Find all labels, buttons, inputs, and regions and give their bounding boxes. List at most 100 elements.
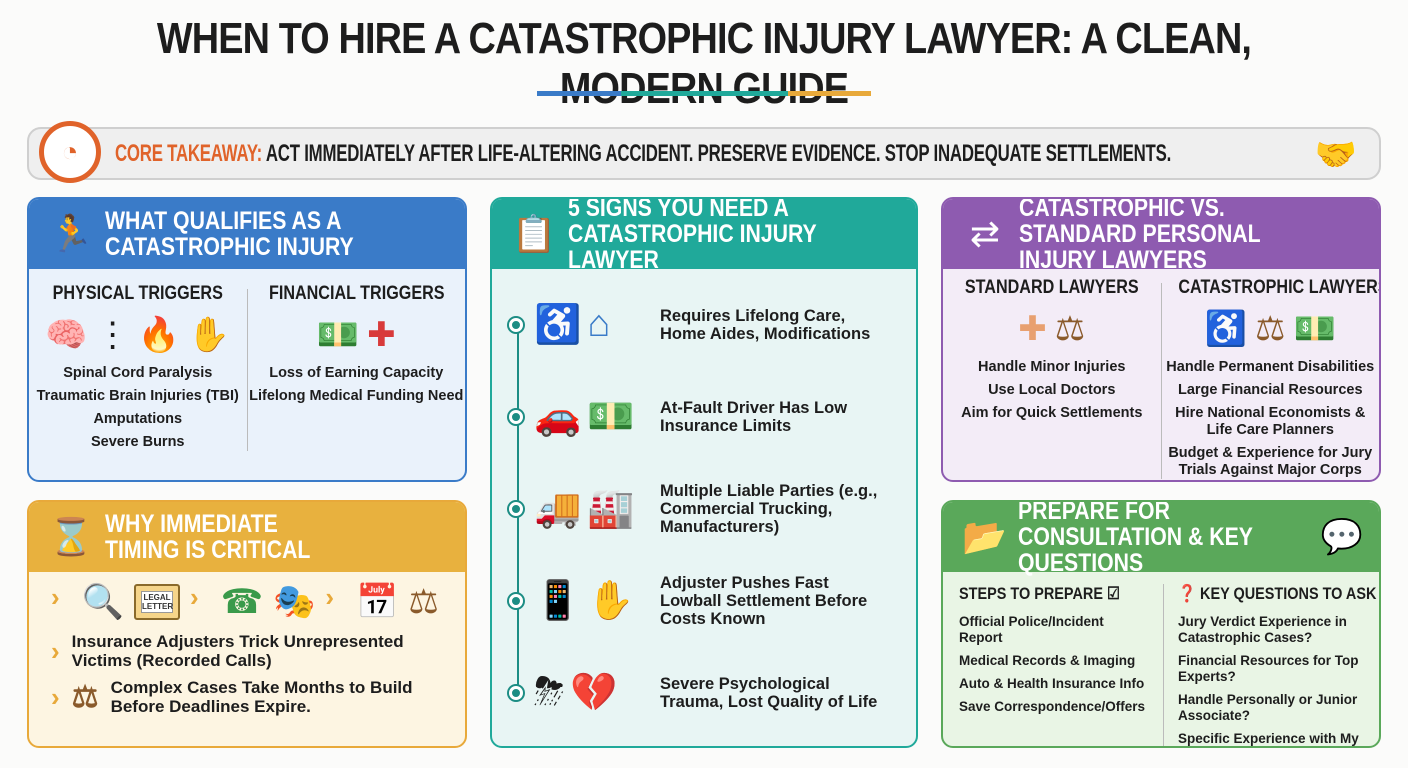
timing-item-text: Insurance Adjusters Trick Unrepresented …: [71, 632, 404, 670]
list-item: Budget & Experience for Jury Trials Agai…: [1168, 445, 1373, 478]
sign-text: Severe Psychological Trauma, Lost Qualit…: [660, 675, 878, 711]
chat-bubbles-icon: 💬: [1320, 518, 1363, 556]
list-item: Medical Records & Imaging: [959, 653, 1136, 668]
title-divider: [537, 91, 871, 96]
compare-panel: ⇄Catastrophic vs. Standard Personal Inju…: [941, 197, 1381, 482]
sign-item: 📱✋Adjuster Pushes Fast Lowball Settlemen…: [492, 555, 916, 647]
timing-title: Why Immediate Timing is Critical: [105, 510, 311, 564]
takeaway-label: CORE TAKEAWAY:: [115, 139, 263, 167]
timeline-dot: [509, 594, 523, 608]
list-item: Use Local Doctors: [988, 382, 1116, 398]
catastrophic-lawyers-title: Catastrophic Lawyers: [1177, 277, 1381, 298]
mask-icon: 🎭: [273, 583, 316, 621]
list-item: Financial Resources for Top Experts?: [1178, 653, 1359, 684]
timing-icon-row: ›🔍 LEGAL LETTER ›☎🎭 ›📅⚖: [51, 582, 439, 621]
list-item: Spinal Cord Paralysis: [63, 365, 213, 381]
timeline-dot: [509, 318, 523, 332]
questions-title: ❓ Key Questions to Ask: [1178, 584, 1376, 604]
gavel-icon: ⚖: [1255, 310, 1286, 348]
divider: [1163, 584, 1164, 746]
broken-heart-icon: 💔: [570, 672, 618, 714]
wheelchair-icon: ♿: [534, 304, 582, 346]
core-takeaway-banner: ◔ CORE TAKEAWAY: ACT IMMEDIATELY AFTER L…: [27, 120, 1381, 183]
timing-item: ›Insurance Adjusters Trick Unrepresented…: [51, 632, 465, 670]
list-item: Handle Personally or Junior Associate?: [1178, 692, 1358, 723]
brain-icon: 🧠: [45, 316, 88, 354]
timing-panel: ⌛ Why Immediate Timing is Critical ›🔍 LEG…: [27, 500, 467, 748]
list-item: Amputations: [93, 411, 183, 427]
fire-icon: 🔥: [137, 316, 180, 354]
crossroads-icon: ⇄: [969, 213, 1001, 254]
list-item: Jury Verdict Experience in Catastrophic …: [1178, 614, 1347, 645]
money-down-icon: 💵: [316, 316, 360, 354]
document-search-icon: 🔍: [81, 583, 125, 621]
standard-lawyers-title: Standard Lawyers: [964, 277, 1139, 298]
money-icon: 💵: [1293, 310, 1336, 348]
sign-item: ⛈💔 Severe Psychological Trauma, Lost Qual…: [492, 647, 916, 739]
sign-item: ♿⌂ Requires Lifelong Care, Home Aides, Mo…: [492, 279, 916, 371]
steps-title: Steps to Prepare ☑: [959, 584, 1121, 604]
factory-icon: 🏭: [587, 488, 635, 530]
physical-icons: 🧠⋮🔥✋: [29, 315, 247, 355]
financial-icons: 💵✚: [248, 315, 466, 355]
medical-infinity-icon: ✚: [367, 316, 396, 354]
head-storm-icon: ⛈: [534, 671, 565, 713]
gavel-icon: ⚖: [71, 680, 99, 714]
list-item: Severe Burns: [91, 434, 185, 450]
questions-list: Jury Verdict Experience in Catastrophic …: [1178, 614, 1369, 746]
signs-panel: 📋 5 Signs You Need a Catastrophic Injury …: [490, 197, 918, 748]
prepare-panel: 📂Prepare for Consultation & Key Question…: [941, 500, 1381, 748]
list-item: Specific Experience with My Injury Type?: [1178, 731, 1359, 746]
standard-icons: ✚⚖: [943, 309, 1161, 349]
legal-letter-icon: LEGAL LETTER: [134, 584, 181, 620]
phone-low-icon: 📱: [534, 580, 582, 622]
legal-letter-text: LEGAL LETTER: [141, 591, 174, 613]
takeaway-text: CORE TAKEAWAY: ACT IMMEDIATELY AFTER LIF…: [115, 140, 1171, 168]
clipboard-icon: 📋: [511, 213, 557, 254]
money-x-icon: 💵: [587, 396, 635, 438]
list-item: Large Financial Resources: [1177, 382, 1363, 398]
signs-title: 5 Signs You Need a Catastrophic Injury L…: [568, 197, 817, 274]
checklist-icon: ☑: [1107, 584, 1120, 603]
sign-text: Multiple Liable Parties (e.g., Commercia…: [660, 482, 878, 536]
qualifies-panel: 🏃 What Qualifies as a Catastrophic Injury…: [27, 197, 467, 482]
house-icon: ⌂: [587, 303, 611, 345]
list-item: Loss of Earning Capacity: [269, 365, 444, 381]
clock-icon: ◔: [39, 120, 101, 183]
list-item: Auto & Health Insurance Info: [959, 676, 1145, 691]
hand-no-icon: ✋: [587, 580, 635, 622]
list-item: Save Correspondence/Offers: [959, 699, 1146, 714]
hand-icon: ✋: [187, 316, 231, 354]
physical-triggers-title: Physical Triggers: [52, 283, 223, 304]
gauge-car-icon: 🚗: [534, 396, 582, 438]
catastrophic-icons: ♿⚖💵: [1162, 309, 1380, 349]
timeline-dot: [509, 502, 523, 516]
timeline-dot: [509, 686, 523, 700]
hourglass-icon: ⌛: [48, 516, 94, 557]
qualifies-title: What Qualifies as a Catastrophic Injury: [105, 207, 354, 261]
timing-item-text: Complex Cases Take Months to Build Befor…: [110, 678, 413, 716]
list-item: Aim for Quick Settlements: [961, 405, 1143, 421]
list-item: Hire National Economists & Life Care Pla…: [1175, 405, 1366, 438]
divider: [246, 289, 248, 451]
question-bubble-icon: ❓: [1178, 584, 1196, 603]
handshake-icon: 🤝: [1314, 136, 1357, 174]
gavel-icon: ⚖: [408, 583, 439, 621]
truck-icon: 🚚: [534, 488, 582, 530]
spine-icon: ⋮: [95, 316, 130, 354]
list-item: Official Police/Incident Report: [959, 614, 1104, 645]
list-item: Handle Minor Injuries: [978, 359, 1126, 375]
takeaway-body: ACT IMMEDIATELY AFTER LIFE-ALTERING ACCI…: [262, 139, 1172, 167]
injured-person-icon: 🏃: [48, 213, 94, 254]
list-item: Lifelong Medical Funding Need: [249, 388, 464, 404]
sign-text: At-Fault Driver Has Low Insurance Limits: [660, 399, 848, 435]
gavel-icon: ⚖: [1054, 310, 1086, 348]
sign-text: Requires Lifelong Care, Home Aides, Modi…: [660, 307, 871, 343]
timeline-dot: [509, 410, 523, 424]
prepare-title: Prepare for Consultation & Key Questions: [1017, 500, 1253, 577]
questions-title-text: Key Questions to Ask: [1200, 584, 1377, 603]
